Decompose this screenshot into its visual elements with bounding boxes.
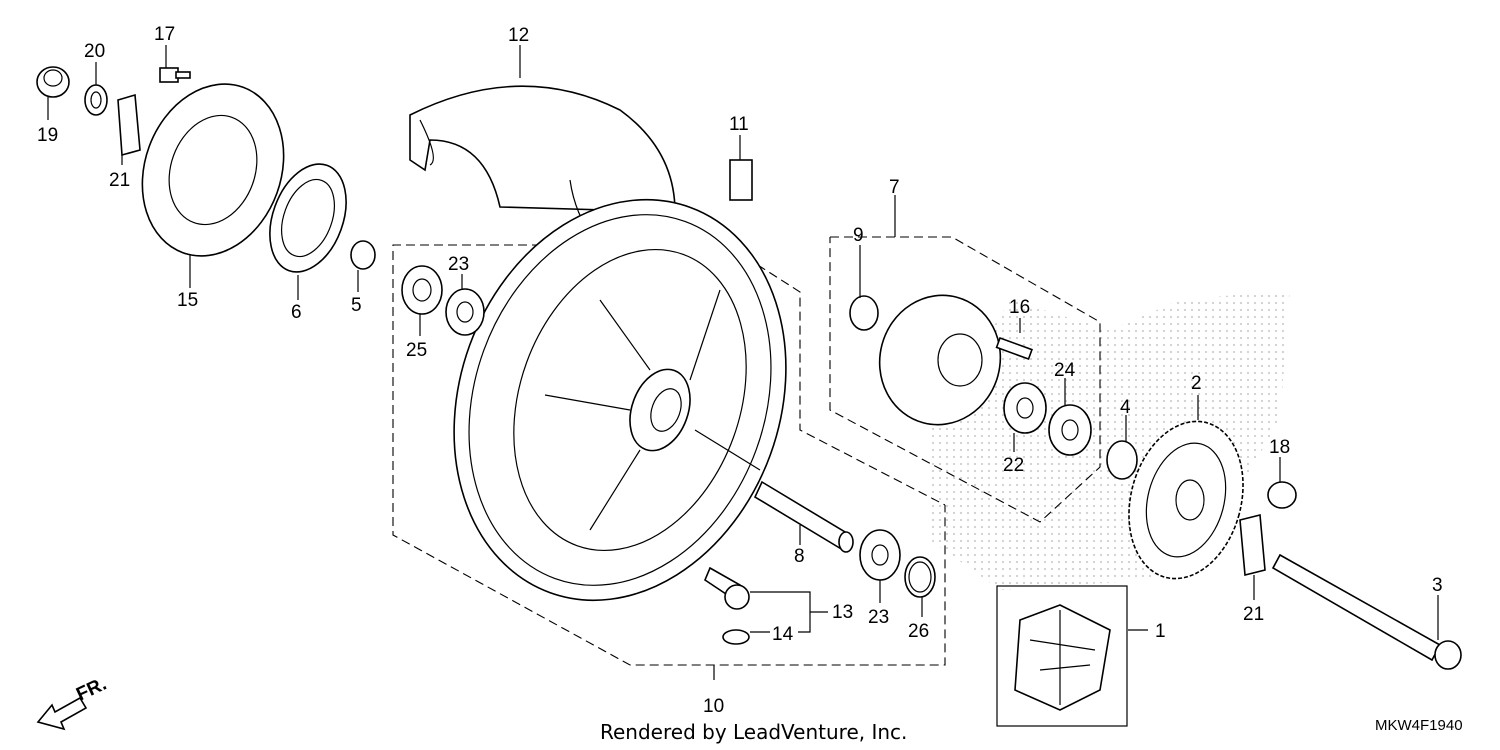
washer	[84, 84, 108, 116]
callout-1: 1	[1155, 621, 1166, 642]
diagram-code: MKW4F1940	[1375, 717, 1463, 734]
bearing-23-lower	[859, 529, 901, 581]
callout-8: 8	[794, 546, 805, 567]
callout-23-lower: 23	[868, 607, 889, 628]
distance-collar	[1106, 440, 1138, 480]
o-ring	[904, 556, 936, 598]
callout-17: 17	[154, 24, 175, 45]
callout-26: 26	[908, 621, 929, 642]
valve-o-ring	[722, 629, 750, 645]
callout-14: 14	[772, 624, 794, 645]
callout-11: 11	[729, 114, 749, 135]
callout-5: 5	[351, 295, 362, 316]
callout-25: 25	[406, 340, 427, 361]
callout-labels: 1 2 3 4 5 6 7 8 9 10 11 12 13 14 15 16 1…	[37, 24, 1443, 717]
callout-16: 16	[1009, 297, 1030, 318]
callout-21-right: 21	[1243, 604, 1264, 625]
tire-valve	[704, 566, 750, 610]
callout-12: 12	[508, 25, 529, 46]
callout-4: 4	[1120, 397, 1131, 418]
damper-box	[996, 585, 1128, 727]
callout-2: 2	[1191, 373, 1202, 394]
callout-21-left: 21	[109, 170, 130, 191]
flange-nut	[36, 66, 70, 98]
bolt	[159, 67, 191, 83]
bearing-22	[1003, 382, 1047, 434]
wheel-rim	[453, 198, 787, 602]
brake-disc	[141, 83, 285, 257]
bracket-left	[117, 93, 141, 157]
driven-sprocket	[1128, 420, 1244, 580]
bearing-23-upper	[445, 288, 485, 336]
final-driven-flange	[878, 294, 1002, 426]
callout-13: 13	[832, 602, 853, 623]
collar	[350, 240, 376, 270]
callout-7: 7	[889, 177, 900, 198]
bracket-right	[1239, 513, 1266, 577]
balance-weight	[729, 159, 753, 201]
callout-23-upper: 23	[448, 254, 469, 275]
axle-collar	[753, 480, 854, 553]
collar-9	[849, 295, 879, 331]
sprocket-nut	[1267, 481, 1297, 509]
leader-lines	[47, 45, 1439, 680]
callout-9: 9	[853, 225, 864, 246]
rear-axle	[1271, 553, 1462, 670]
callout-19: 19	[37, 125, 58, 146]
callout-3: 3	[1432, 575, 1443, 596]
callout-24: 24	[1054, 360, 1076, 381]
tire	[409, 85, 676, 241]
front-direction-arrow: FR.	[36, 674, 110, 731]
callout-22: 22	[1003, 455, 1024, 476]
callout-15: 15	[177, 290, 198, 311]
pulser-ring	[269, 163, 347, 273]
stud-bolt	[995, 336, 1033, 361]
bearing-24	[1048, 404, 1092, 456]
hub-assembly-outline	[829, 236, 1101, 523]
callout-20: 20	[84, 41, 105, 62]
callout-10: 10	[703, 696, 724, 717]
callout-18: 18	[1269, 437, 1290, 458]
render-credit: Rendered by LeadVenture, Inc.	[600, 720, 907, 744]
callout-6: 6	[291, 302, 302, 323]
bearing-25	[401, 265, 443, 315]
